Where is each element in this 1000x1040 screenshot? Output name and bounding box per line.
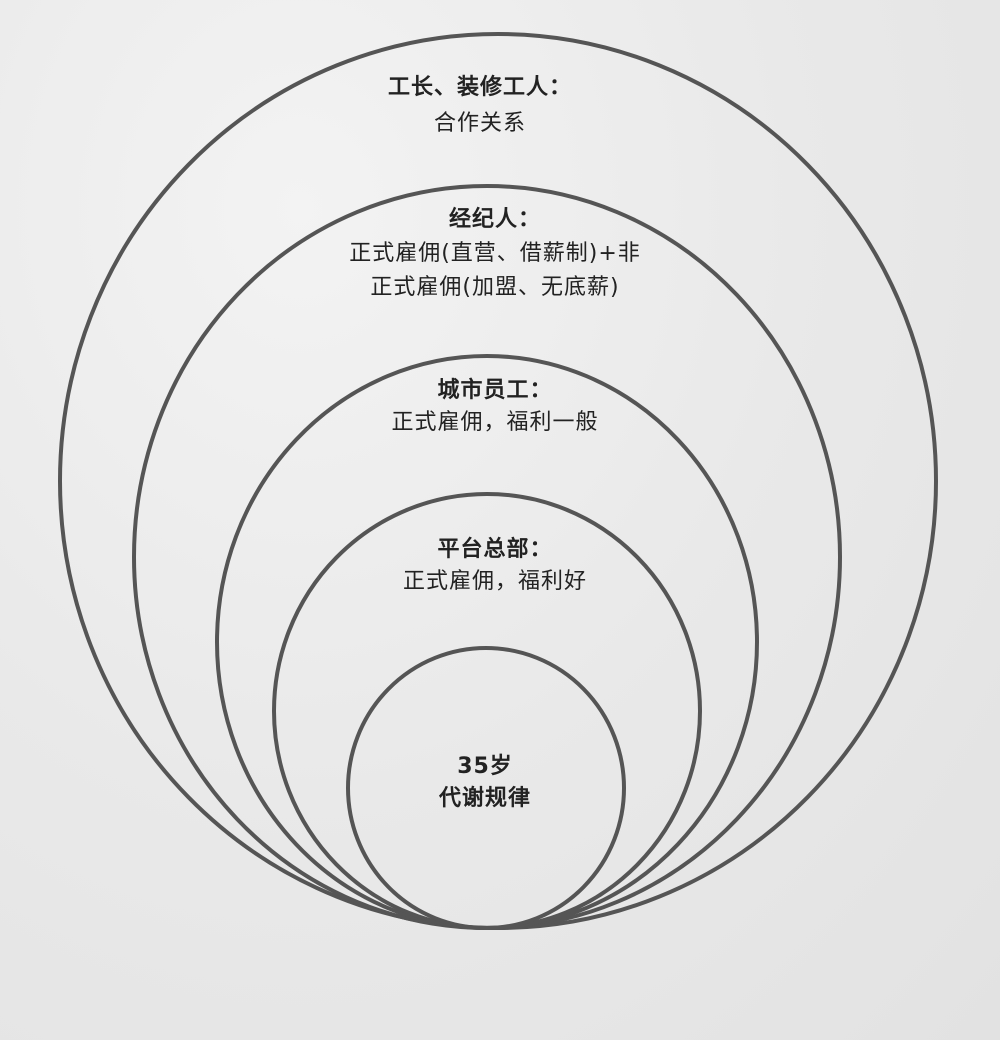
label-core-age: 35岁 代谢规律: [390, 752, 580, 814]
label-contractors: 工长、装修工人： 合作关系: [300, 73, 660, 139]
label-line: 正式雇佣，福利好: [402, 569, 587, 594]
label-city-staff: 城市员工： 正式雇佣，福利一般: [300, 376, 690, 438]
label-title: 平台总部：: [437, 537, 553, 562]
label-headquarters: 平台总部： 正式雇佣，福利好: [300, 535, 690, 597]
label-title: 经纪人：: [448, 207, 541, 232]
ring-city-staff: [215, 354, 759, 930]
label-line: 正式雇佣(加盟、无底薪): [370, 275, 620, 300]
label-line: 正式雇佣，福利一般: [391, 410, 599, 435]
label-title: 工长、装修工人：: [387, 75, 572, 100]
label-line: 合作关系: [433, 111, 526, 136]
label-title: 35岁: [457, 754, 513, 779]
label-title: 城市员工：: [437, 378, 553, 403]
ring-core-age: [346, 646, 626, 930]
label-line: 正式雇佣(直营、借薪制)+非: [349, 241, 641, 266]
label-line: 代谢规律: [438, 786, 531, 811]
label-agents: 经纪人： 正式雇佣(直营、借薪制)+非 正式雇佣(加盟、无底薪): [290, 205, 700, 303]
